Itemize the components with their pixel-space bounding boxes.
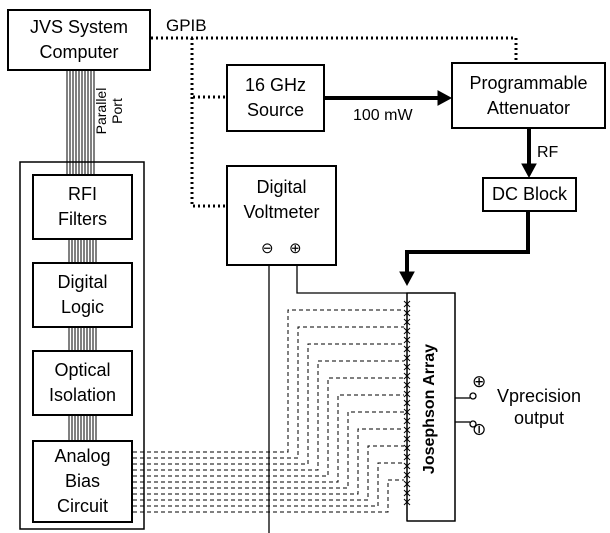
parallel-port-cable	[66, 71, 95, 174]
josephson-array-label: Josephson Array	[421, 343, 438, 475]
digital-logic: Digital Logic	[32, 262, 133, 328]
voltmeter-plus-terminal: ⊕	[289, 240, 302, 257]
output-minus: ⊖	[469, 422, 489, 437]
dc-block: DC Block	[482, 177, 577, 212]
16ghz-source: 16 GHz Source	[226, 64, 325, 132]
output-terminals	[455, 392, 477, 428]
jvs-system-computer: JVS System Computer	[7, 9, 151, 71]
bias-lines	[133, 309, 404, 513]
programmable-attenuator: Programmable Attenuator	[451, 62, 606, 129]
voltmeter-minus-terminal: ⊖	[261, 240, 274, 257]
instrument-rack	[19, 161, 145, 530]
junction-marks	[403, 300, 411, 506]
digital-voltmeter: Digital Voltmeter	[226, 165, 337, 266]
module-connectors	[68, 240, 97, 440]
analog-bias-circuit: Analog Bias Circuit	[32, 440, 133, 523]
vprecision-output-label: Vprecision output	[497, 386, 582, 428]
output-plus: ⊕	[472, 372, 487, 391]
rf-label: RF	[537, 144, 559, 161]
gpib-bus-lines	[151, 36, 518, 208]
optical-isolation: Optical Isolation	[32, 350, 133, 416]
power-label: 100 mW	[353, 107, 413, 124]
parallel-port-label: Parallel Port	[93, 87, 125, 135]
gpib-label: GPIB	[166, 16, 207, 35]
rfi-filters: RFI Filters	[32, 174, 133, 240]
rf-path	[325, 90, 537, 287]
